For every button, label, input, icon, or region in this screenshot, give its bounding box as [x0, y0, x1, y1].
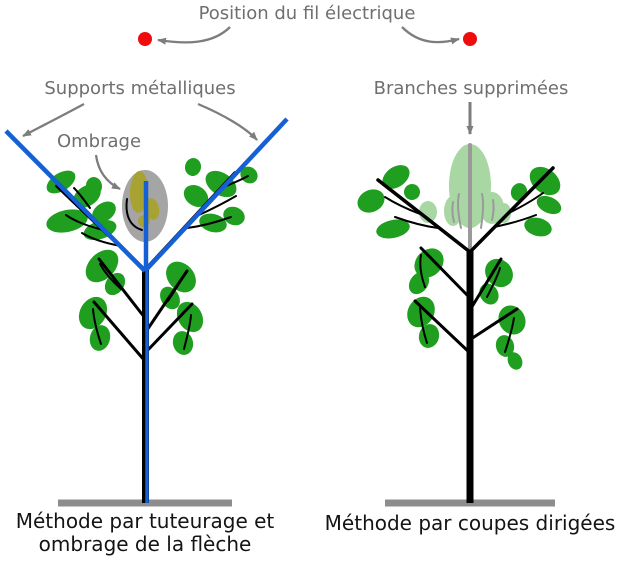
- wire-position-label: Position du fil électrique: [198, 3, 416, 24]
- electric-wire-dot-right: [463, 32, 477, 46]
- supports-arrow-left: [22, 102, 85, 138]
- support-arm-right: [143, 117, 289, 273]
- ombrage-arrow: [94, 154, 121, 191]
- ombrage-label: Ombrage: [56, 131, 142, 152]
- removed-branch-twigs: [451, 193, 495, 229]
- supports-arrow-right: [197, 102, 258, 141]
- support-arm-left: [4, 129, 147, 273]
- removed-branches-foliage: [419, 144, 511, 228]
- caption-left: Méthode par tuteurage et ombrage de la f…: [16, 510, 275, 556]
- caption-left-line2: ombrage de la flèche: [38, 532, 252, 556]
- electric-wire-dot-left: [138, 32, 152, 46]
- caption-right: Méthode par coupes dirigées: [324, 511, 616, 535]
- right-branches: [376, 166, 555, 355]
- metal-supports-label: Supports métalliques: [44, 78, 236, 99]
- right-tree: [357, 143, 562, 503]
- metal-supports: [4, 117, 289, 503]
- removed-branches-label: Branches supprimées: [373, 78, 569, 99]
- caption-left-line1: Méthode par tuteurage et: [15, 509, 275, 533]
- wire-arrow-right: [401, 26, 460, 45]
- wire-arrow-left: [157, 26, 231, 45]
- left-tree: [4, 117, 289, 503]
